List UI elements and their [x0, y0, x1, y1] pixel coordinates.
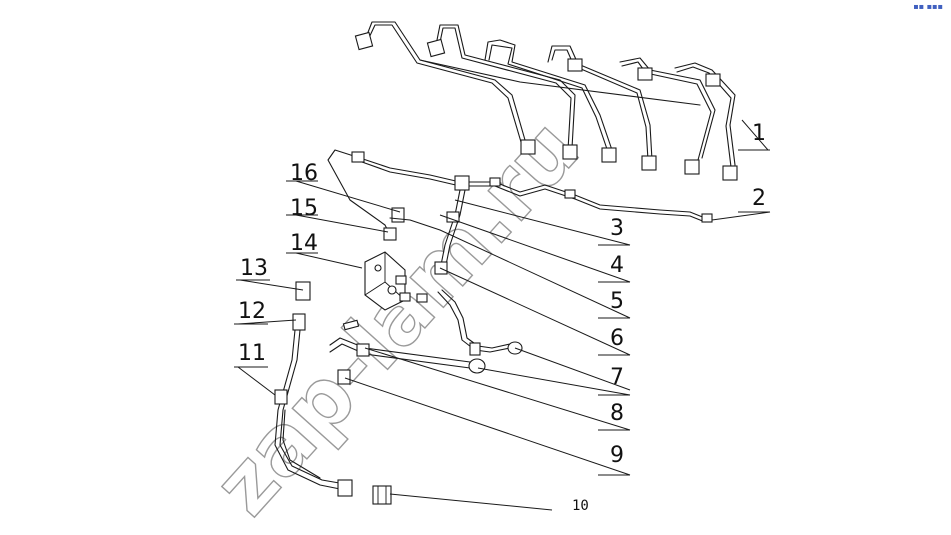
callout-4: 4 — [610, 253, 624, 278]
corner-mark: ▪▪ ▪▪▪ — [913, 2, 943, 11]
leader-lines — [237, 119, 771, 511]
callout-labels: 1 2 3 4 5 6 7 8 9 10 11 12 13 14 15 16 — [238, 121, 766, 514]
callout-16: 16 — [290, 161, 318, 186]
union-fitting — [372, 485, 392, 505]
fuel-return-line — [327, 149, 713, 236]
feed-pipe — [383, 189, 466, 275]
callout-underlines — [234, 149, 770, 476]
feed-hose — [274, 281, 353, 497]
straight-tube — [329, 319, 486, 385]
callout-15: 15 — [290, 196, 318, 221]
injector-pipe-bundle — [354, 21, 738, 181]
callout-7: 7 — [610, 365, 624, 390]
callout-6: 6 — [610, 326, 624, 351]
callout-3: 3 — [610, 216, 624, 241]
callout-14: 14 — [290, 231, 318, 256]
callout-5: 5 — [610, 289, 624, 314]
callout-1: 1 — [752, 121, 766, 146]
callout-9: 9 — [610, 443, 624, 468]
callout-8: 8 — [610, 401, 624, 426]
callout-12: 12 — [238, 299, 266, 324]
callout-13: 13 — [240, 256, 268, 281]
distribution-block — [364, 251, 428, 311]
callout-2: 2 — [752, 186, 766, 211]
callout-11: 11 — [238, 341, 266, 366]
callout-10: 10 — [572, 498, 589, 514]
